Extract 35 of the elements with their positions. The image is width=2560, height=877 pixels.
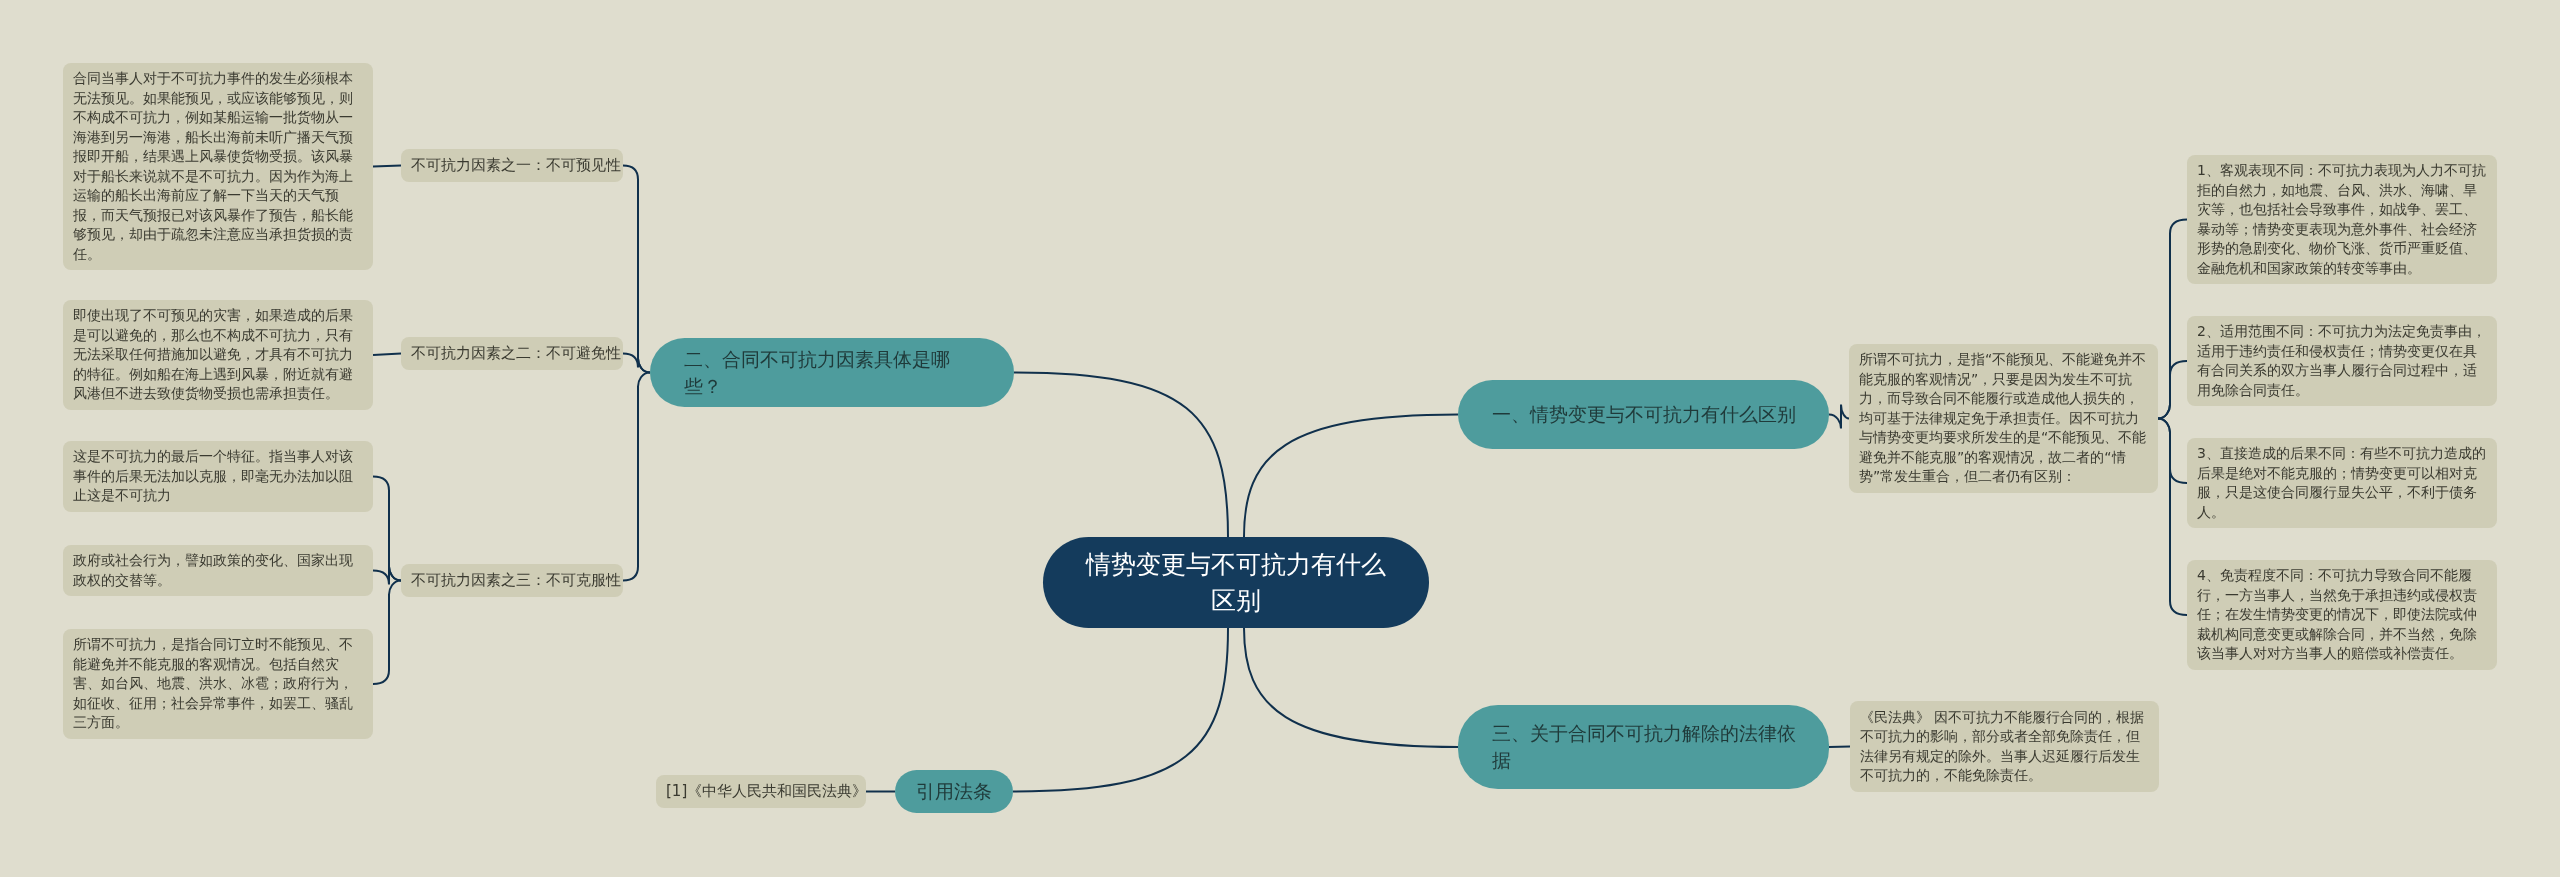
connector-line <box>622 371 651 582</box>
connector-line <box>1013 371 1229 538</box>
subtopic-label: 不可抗力因素之二：不可避免性 <box>401 337 623 370</box>
connector-line <box>1828 745 1851 748</box>
connector-line <box>1243 627 1459 748</box>
connector-line <box>372 164 402 168</box>
text-card: 1、客观表现不同：不可抗力表现为人力不可抗拒的自然力，如地震、台风、洪水、海啸、旱灾等，也包括社会导致事件，如战争、罢工、暴动等；情势变更表现为意外事件、社会经济形势的急剧变化、物价飞涨、货币严重贬值、金融危机和国家政策的转变等事由。 <box>2187 155 2497 284</box>
text-card: 《民法典》 因不可抗力不能履行合同的，根据不可抗力的影响，部分或者全部免除责任，但法律另有规定的除外。当事人迟延履行后发生不可抗力的，不能免除责任。 <box>1850 701 2159 792</box>
central-topic: 情势变更与不可抗力有什么区别 <box>1043 537 1429 628</box>
connector-line <box>1828 403 1850 430</box>
branch-topic: 二、合同不可抗力因素具体是哪些？ <box>650 338 1014 407</box>
text-card: 政府或社会行为，譬如政策的变化、国家出现政权的交替等。 <box>63 545 373 596</box>
text-card: 所谓不可抗力，是指“不能预见、不能避免并不能克服的客观情况”，只要是因为发生不可抗力，而导致合同不能履行或造成他人损失的，均可基于法律规定免于承担责任。因不可抗力与情势变更均要求所发生的是“不能预见、不能避免并不能克服”的客观情况，故二者的“情势”常发生重合，但二者仍有区别： <box>1849 344 2158 493</box>
text-card: 合同当事人对于不可抗力事件的发生必须根本无法预见。如果能预见，或应该能够预见，则不构成不可抗力，例如某船运输一批货物从一海港到另一海港，船长出海前未听广播天气预报即开船，结果遇上风暴使货物受损。该风暴对于船长来说就不是不可抗力。因为作为海上运输的船长出海前应了解一下当天的天气预报，而天气预报已对该风暴作了预告，船长能够预见，却由于疏忽未注意应当承担货损的责任。 <box>63 63 373 270</box>
text-card: 4、免责程度不同：不可抗力导致合同不能履行，一方当事人，当然免于承担违约或侵权责任；在发生情势变更的情况下，即使法院或仲裁机构同意变更或解除合同，并不当然，免除该当事人对对方当事人的赔偿或补偿责任。 <box>2187 560 2497 670</box>
subtopic-label: 不可抗力因素之一：不可预见性 <box>401 149 623 182</box>
branch-topic: 引用法条 <box>895 770 1013 813</box>
citation-label: [1]《中华人民共和国民法典》 <box>656 775 866 808</box>
connector-line <box>372 352 402 356</box>
connector-line <box>372 579 402 685</box>
connector-line <box>622 352 651 374</box>
connector-line <box>2157 417 2188 616</box>
connector-line <box>1012 627 1229 793</box>
branch-topic: 一、情势变更与不可抗力有什么区别 <box>1458 380 1829 449</box>
branch-topic: 三、关于合同不可抗力解除的法律依据 <box>1458 705 1829 789</box>
connector-line <box>372 565 402 586</box>
text-card: 所谓不可抗力，是指合同订立时不能预见、不能避免并不能克服的客观情况。包括自然灾害、如台风、地震、洪水、冰雹；政府行为，如征收、征用；社会异常事件，如罢工、骚乱三方面。 <box>63 629 373 739</box>
connector-line <box>1243 413 1459 538</box>
text-card: 即使出现了不可预见的灾害，如果造成的后果是可以避免的，那么也不构成不可抗力，只有无法采取任何措施加以避免，才具有不可抗力的特征。例如船在海上遇到风暴，附近就有避风港但不进去致使货物受损也需承担责任。 <box>63 300 373 410</box>
text-card: 3、直接造成的后果不同：有些不可抗力造成的后果是绝对不能克服的；情势变更可以相对克服，只是这使合同履行显失公平，不利于债务人。 <box>2187 438 2497 528</box>
text-card: 2、适用范围不同：不可抗力为法定免责事由，适用于违约责任和侵权责任；情势变更仅在具有合同关系的双方当事人履行合同过程中，适用免除合同责任。 <box>2187 316 2497 406</box>
connector-line <box>865 790 896 793</box>
text-card: 这是不可抗力的最后一个特征。指当事人对该事件的后果无法加以克服，即毫无办法加以阻止这是不可抗力 <box>63 441 373 512</box>
connector-line <box>2157 360 2188 420</box>
subtopic-label: 不可抗力因素之三：不可克服性 <box>401 564 623 597</box>
